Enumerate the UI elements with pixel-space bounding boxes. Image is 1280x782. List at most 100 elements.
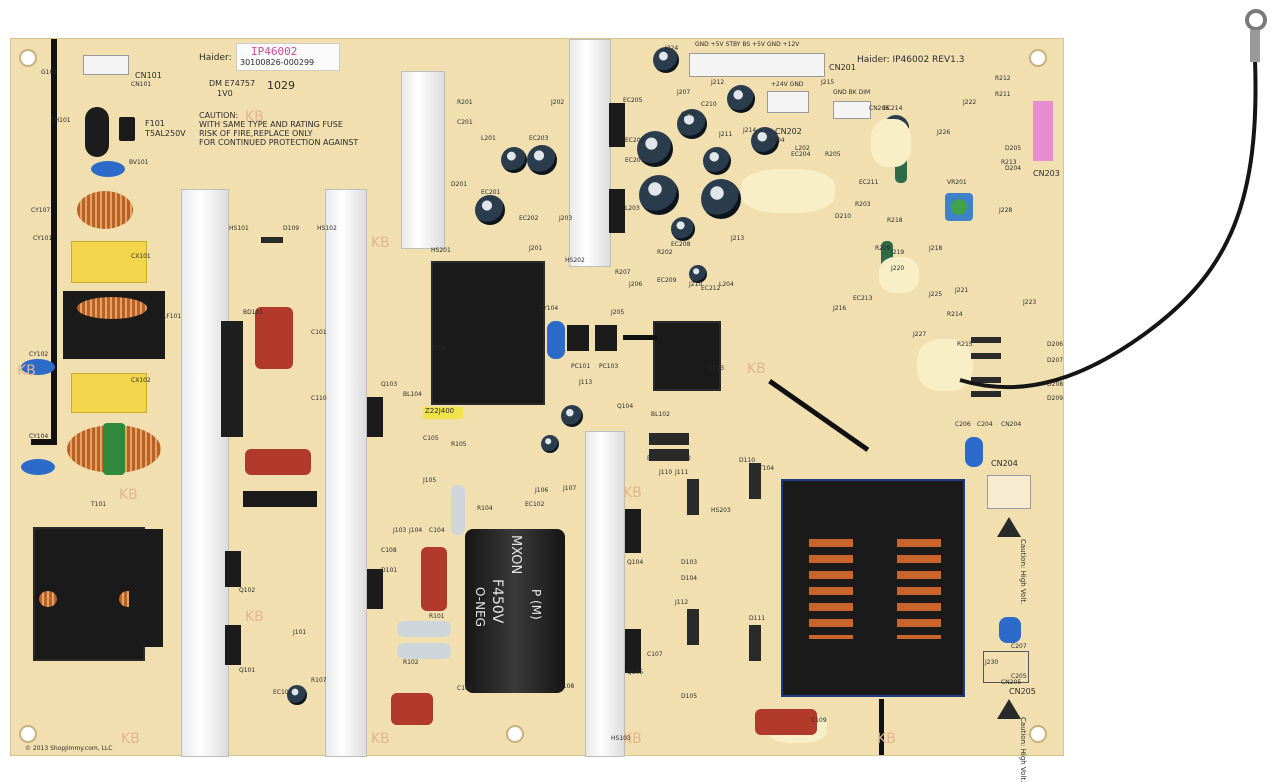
ref-designator: J218 <box>929 245 943 252</box>
ref-designator: BL103 <box>647 455 666 462</box>
film-capacitor <box>755 709 817 735</box>
ref-designator: CY104 <box>539 305 559 312</box>
electrolytic-capacitor <box>475 195 505 225</box>
ref-designator: D103 <box>681 559 698 566</box>
part-tag: IP46002 <box>251 45 298 58</box>
bridge-rectifier <box>221 321 243 437</box>
ref-designator: TH101 <box>51 117 71 124</box>
ref-designator: R209 <box>875 245 891 252</box>
connector-cn202 <box>767 91 809 113</box>
pcb-board: Haider: IP46002 30100826-000299 Haider: … <box>10 38 1064 782</box>
kb-mark: KB <box>371 235 390 251</box>
serial-number: 30100826-000299 <box>240 58 315 67</box>
diode <box>971 391 1001 397</box>
ref-designator: J214 <box>743 127 757 134</box>
ref-designator: D110 <box>739 457 756 464</box>
x-capacitor <box>71 241 147 283</box>
ref-designator: R105 <box>451 441 467 448</box>
ref-designator: J224 <box>665 45 679 52</box>
ref-designator: EC205 <box>623 97 643 104</box>
ref-designator: C207 <box>1011 643 1027 650</box>
ref-designator: R203 <box>855 201 871 208</box>
electrolytic-capacitor <box>639 175 679 215</box>
ref-designator: Q103 <box>381 381 398 388</box>
connector-label: CN203 <box>1033 169 1060 178</box>
ref-designator: C103 <box>457 685 473 692</box>
ref-designator: D208 <box>1047 381 1064 388</box>
ref-designator: T101 <box>91 501 107 508</box>
t104-windings <box>809 539 853 639</box>
glue-blob <box>871 119 911 167</box>
ref-designator: R215 <box>957 341 973 348</box>
ref-designator: R218 <box>887 217 903 224</box>
transistor-q201 <box>609 103 625 147</box>
tag-text: Z22J400 <box>425 407 455 415</box>
mounting-hole <box>19 725 37 743</box>
electrolytic-capacitor <box>527 145 557 175</box>
ref-designator: EC207 <box>625 157 645 164</box>
electrolytic-capacitor <box>671 217 695 241</box>
ref-designator: PC103 <box>599 363 619 370</box>
ref-designator: BL102 <box>651 411 670 418</box>
ref-designator: T103 <box>709 365 725 372</box>
ref-designator: R207 <box>615 269 631 276</box>
ref-designator: J113 <box>579 379 593 386</box>
y-capacitor <box>21 459 55 475</box>
ref-designator: CY107 <box>31 207 51 214</box>
ref-designator: L202 <box>795 145 810 152</box>
heatsink-hs102 <box>325 189 367 757</box>
diode <box>749 463 761 499</box>
cap-marking: P (M) <box>529 589 543 620</box>
ref-designator: HS103 <box>611 735 631 742</box>
kb-mark: KB <box>245 609 264 625</box>
connector-pins: +24V GND <box>771 81 804 88</box>
kb-mark: KB <box>119 487 138 503</box>
ref-designator: Q102 <box>239 587 256 594</box>
film-capacitor <box>255 307 293 369</box>
optocoupler-pc103 <box>595 325 617 351</box>
y-capacitor <box>999 617 1021 643</box>
ref-designator: EC101 <box>273 689 293 696</box>
trimmer-potentiometer <box>945 193 973 221</box>
optocoupler-pc101 <box>567 325 589 351</box>
ref-designator: J203 <box>559 215 573 222</box>
connector-cn203 <box>1033 101 1053 161</box>
ref-designator: J216 <box>833 305 847 312</box>
ref-designator: EC211 <box>859 179 879 186</box>
y-capacitor <box>21 359 55 375</box>
diode <box>749 625 761 661</box>
copper-trace <box>768 379 870 452</box>
ref-designator: Q104 <box>617 403 634 410</box>
ref-designator: R214 <box>947 311 963 318</box>
ref-designator: C104 <box>429 527 445 534</box>
ref-designator: EC201 <box>481 189 501 196</box>
kb-mark: KB <box>121 731 140 747</box>
ref-designator: J219 <box>891 249 905 256</box>
ref-designator: C109 <box>811 717 827 724</box>
ref-designator: CX101 <box>131 253 151 260</box>
ref-designator: R212 <box>995 75 1011 82</box>
caution-line: CAUTION: <box>199 111 239 120</box>
heatsink-hs201 <box>401 71 445 249</box>
ref-designator: CN206 <box>869 105 890 112</box>
transistor-q202 <box>609 189 625 233</box>
ul-mark: DM E74757 <box>209 79 256 88</box>
fuse <box>119 117 135 141</box>
connector-cn101 <box>83 55 129 75</box>
ref-designator: R211 <box>995 91 1011 98</box>
ref-designator: J228 <box>999 207 1013 214</box>
ref-designator: R204 <box>769 137 785 144</box>
ref-designator: EC212 <box>701 285 721 292</box>
electrolytic-capacitor <box>653 47 679 73</box>
ref-designator: D206 <box>1047 341 1064 348</box>
ref-designator: C202 <box>681 111 697 118</box>
ref-designator: D111 <box>749 615 766 622</box>
hv-warning-icon <box>997 517 1021 537</box>
ref-designator: D109 <box>283 225 300 232</box>
copper-trace <box>879 699 884 755</box>
ref-designator: D209 <box>1047 395 1064 402</box>
ref-designator: EC214 <box>883 105 903 112</box>
kb-mark: KB <box>877 731 896 747</box>
connector-pins: GND +5V STBY BS +5V GND +12V <box>695 41 800 48</box>
film-capacitor <box>245 449 311 475</box>
